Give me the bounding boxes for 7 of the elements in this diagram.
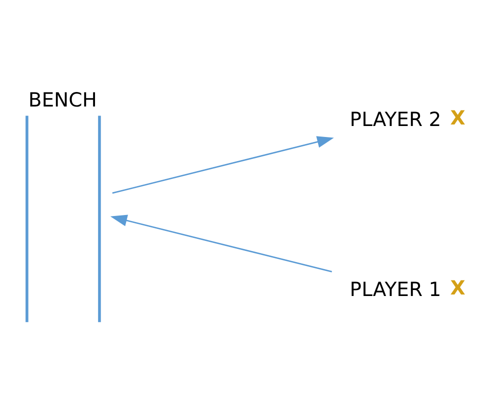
node-text: BENCH [28, 88, 97, 112]
node-text: PLAYER 2 [350, 108, 442, 131]
node-text: PLAYER 1 [350, 278, 442, 301]
node-label: X [450, 106, 466, 130]
arrow [110, 214, 332, 272]
node-label: X [450, 276, 466, 300]
arrow [112, 136, 334, 194]
